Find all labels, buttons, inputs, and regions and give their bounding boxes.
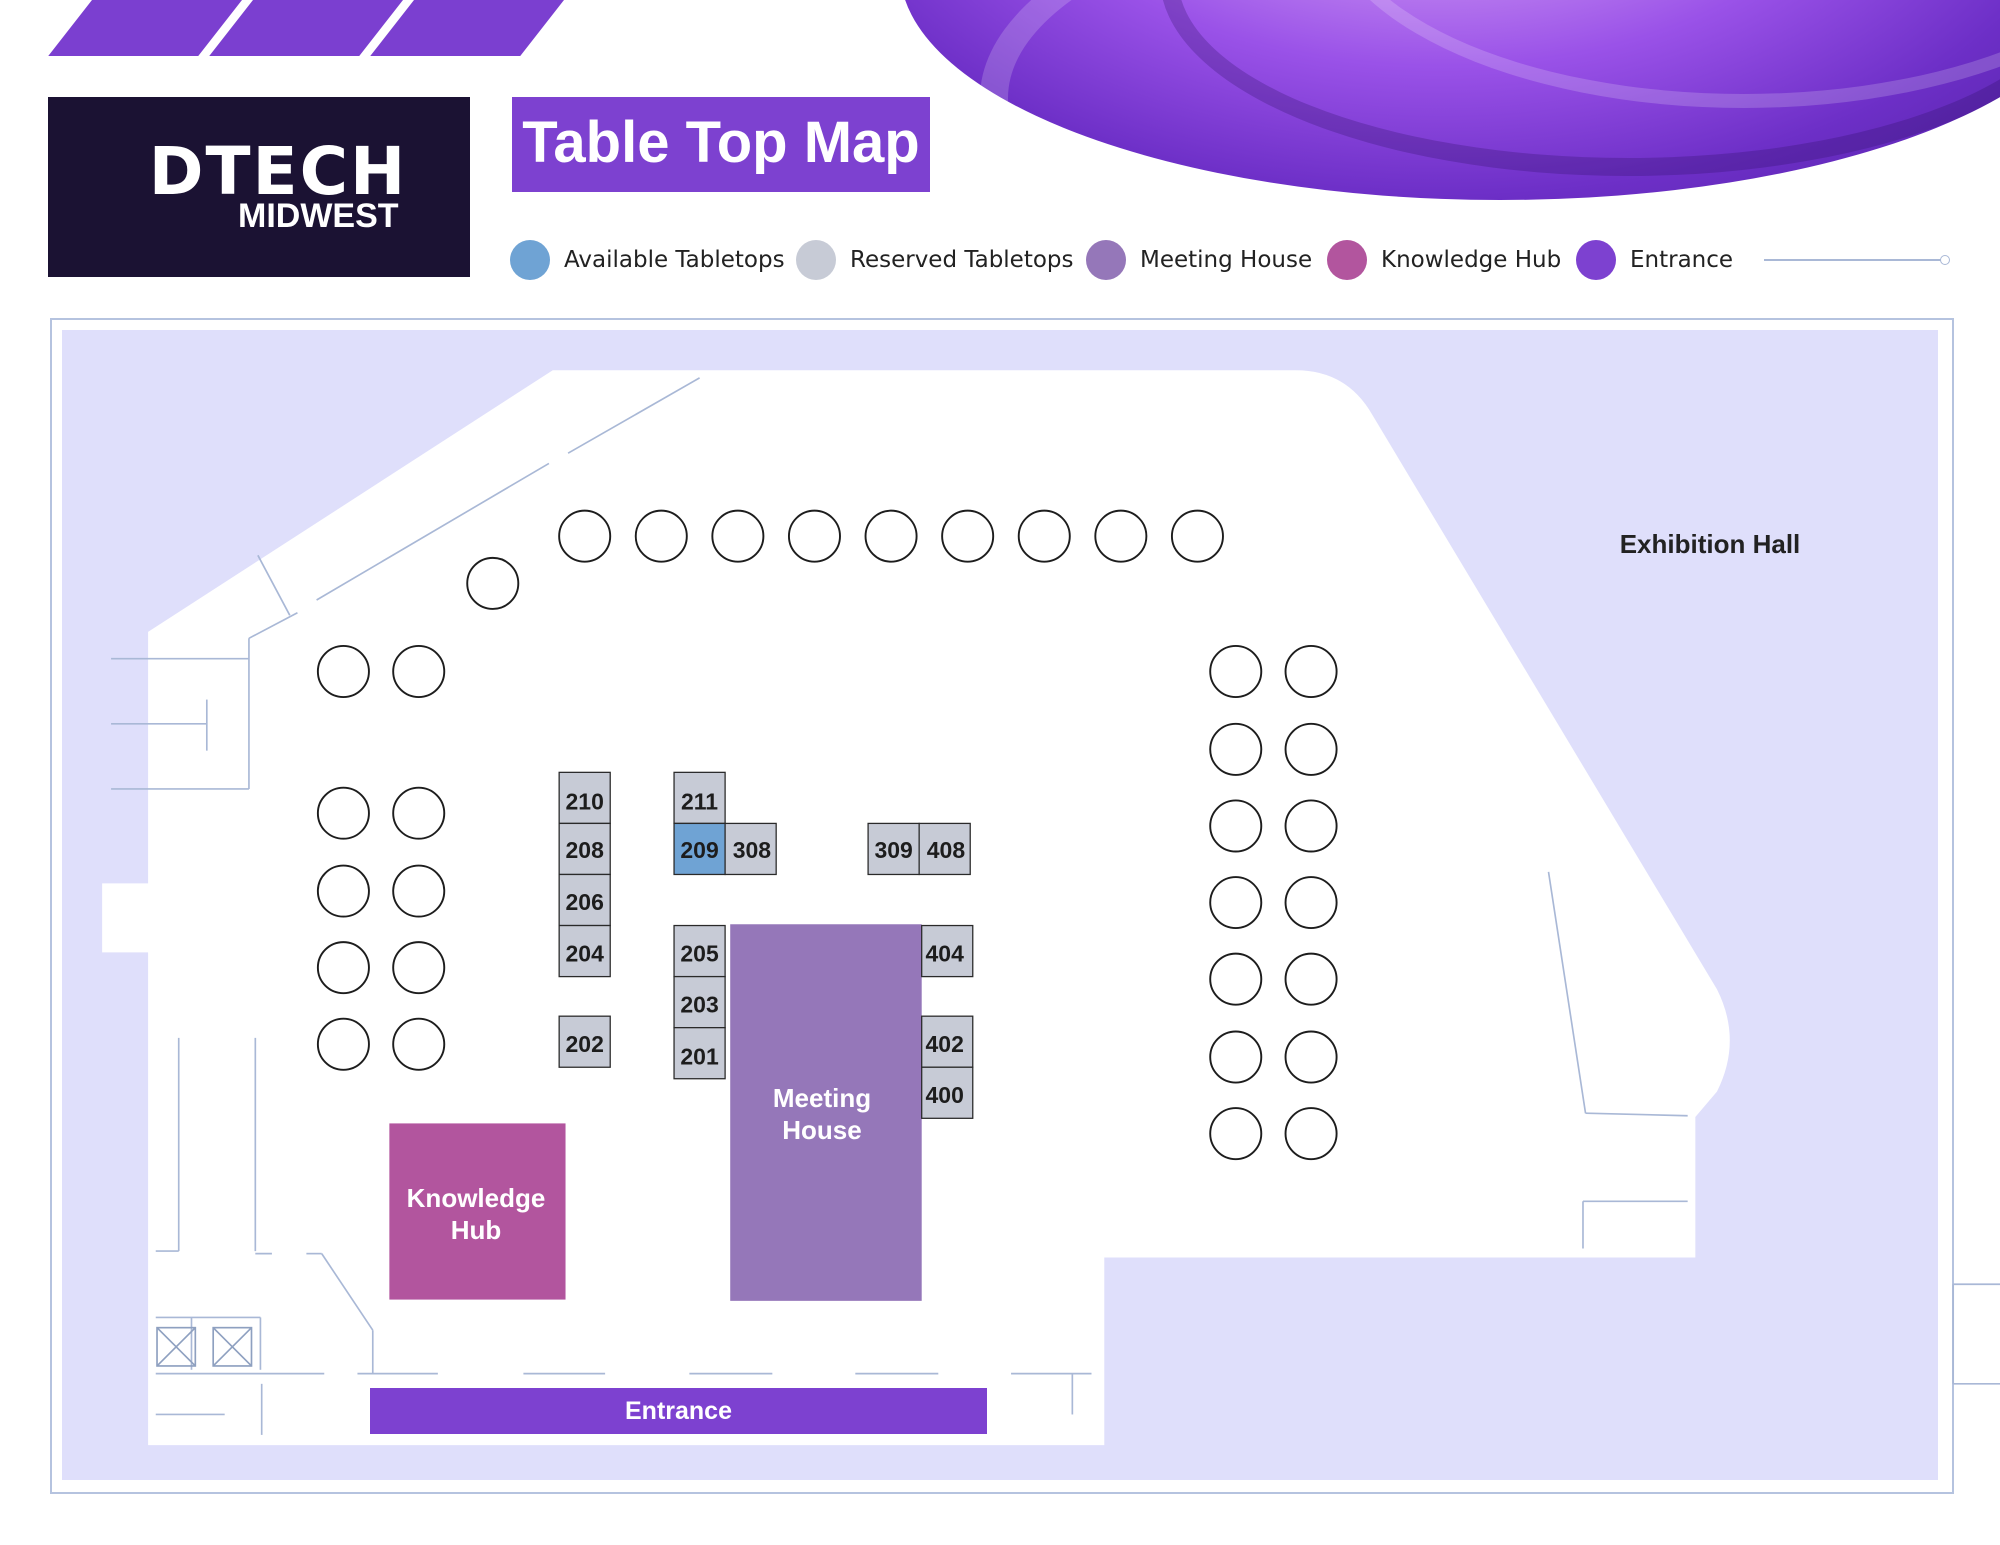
booth-309 [867,822,920,876]
legend-label: Entrance [1630,247,1734,273]
round-table [316,1017,370,1071]
round-table [392,1017,446,1071]
meeting-house-label: Meeting House [772,1083,872,1145]
legend-label: Reserved Tabletops [850,247,1074,273]
entrance-label: Entrance [625,1397,732,1425]
booth-label: 201 [680,1044,719,1070]
legend-item-reserved: Reserved Tabletops [796,238,1074,282]
legend-divider-end [1940,255,1950,265]
round-table [1170,509,1224,563]
booth-408 [918,822,971,876]
legend-item-entrance: Entrance [1576,238,1733,282]
round-table [1284,799,1338,853]
legend-item-knowledge-hub: Knowledge Hub [1327,238,1561,282]
round-table [787,509,841,563]
round-table [1094,509,1148,563]
legend-label: Meeting House [1140,247,1313,273]
round-table [1209,876,1263,930]
booth-206 [558,873,611,927]
booth-label: 206 [566,889,604,915]
legend-dot-available [510,240,550,280]
round-table [392,645,446,698]
round-table [941,509,995,563]
legend-dot-reserved [796,240,836,280]
booth-202 [558,1015,611,1068]
round-table [1284,1107,1338,1161]
booth-label: 309 [874,837,912,863]
page-title: Table Top Map [522,110,920,175]
booth-201 [673,1027,726,1080]
round-table [1209,1030,1263,1084]
legend-dot-entrance [1576,240,1616,280]
logo-subtitle: MIDWEST [238,197,399,235]
map-frame [50,318,1954,1494]
booth-label: 400 [926,1082,964,1108]
booth-label: 404 [926,940,965,966]
booths [558,771,974,1119]
booth-label: 402 [926,1031,964,1057]
round-table [1209,645,1263,698]
booth-400 [921,1066,974,1119]
booth-210 [558,771,611,825]
booth-label: 308 [733,837,772,863]
booth-208 [558,822,611,876]
round-table [558,509,612,563]
booth-label: 208 [566,837,605,863]
round-table [1284,952,1338,1006]
round-table [316,941,370,995]
legend-item-available: Available Tabletops [510,238,785,282]
booth-label: 203 [680,991,718,1017]
booth-402 [921,1015,974,1068]
legend-dot-knowledge-hub [1327,240,1367,280]
legend-divider-line [1764,259,1944,261]
wall-lines [111,377,2000,1435]
booth-308 [724,822,777,876]
round-table [1209,799,1263,853]
knowledge-hub-label: Knowledge Hub [406,1183,546,1245]
round-table [392,864,446,918]
page-title-box: Table Top Map [512,97,930,192]
booth-209 [673,822,726,876]
round-table [316,786,370,840]
knowledge-hub-area [389,1123,566,1300]
round-table [316,864,370,918]
booth-label: 211 [681,788,718,814]
booth-211 [673,771,726,825]
booth-label: 209 [680,837,718,863]
booth-404 [921,924,974,978]
round-table [1284,876,1338,930]
legend-item-meeting-house: Meeting House [1086,238,1312,282]
booth-label: 205 [680,940,719,966]
booth-label: 204 [566,940,605,966]
round-table [1209,1107,1263,1161]
entrance: Entrance [370,1388,987,1434]
round-table [1017,509,1071,563]
round-table [1209,722,1263,776]
round-table [1209,952,1263,1006]
legend-label: Available Tabletops [564,247,785,273]
round-table [864,509,918,563]
round-table [711,509,765,563]
meeting-house-area [730,924,922,1301]
round-table [634,509,688,563]
dtech-midwest-logo: DTECH MIDWEST [48,97,470,277]
logo-text: DTECH [148,133,408,210]
legend-dot-meeting-house [1086,240,1126,280]
legend-label: Knowledge Hub [1381,247,1562,273]
booth-label: 408 [927,837,966,863]
round-table [316,645,370,698]
round-table [466,556,520,610]
round-table [392,786,446,840]
booth-label: 210 [566,788,604,814]
round-table [1284,1030,1338,1084]
booth-204 [558,924,611,978]
booth-label: 202 [566,1031,604,1057]
elevator-icons [156,1326,253,1367]
exhibition-hall-label: Exhibition Hall [1619,529,1801,559]
round-table [1284,722,1338,776]
decorative-swirl [900,0,2000,200]
round-table [1284,645,1338,698]
round-table [392,941,446,995]
